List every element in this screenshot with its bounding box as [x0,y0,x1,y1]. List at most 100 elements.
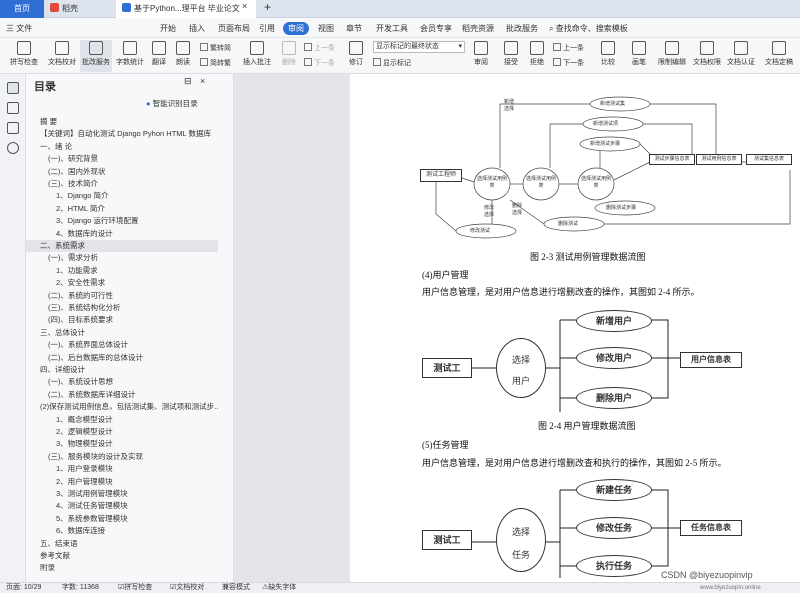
toc-item[interactable]: (二)、国内外现状 [48,166,106,176]
toc-item[interactable]: (二)、后台数据库的总体设计 [48,352,143,362]
compare-button[interactable]: 比较 [597,40,619,72]
toc-item[interactable]: 4、测试任务管理模块 [56,501,128,511]
toc-item[interactable]: (三)、服务模块的设计及实现 [48,451,143,461]
menu-references[interactable]: 引用 [259,24,275,33]
toc-item[interactable]: 1、功能需求 [56,265,98,275]
folder-icon[interactable] [7,102,19,114]
menu-layout[interactable]: 页面布局 [218,24,250,33]
read-aloud-button[interactable]: 朗读 [172,40,194,72]
toc-item[interactable]: 二、系统需求 [26,240,218,252]
toc-close-icon[interactable]: × [200,76,206,86]
pen-button[interactable]: 画笔 [628,40,650,72]
missing-font-status[interactable]: ⚠缺失字体 [262,583,296,593]
toc-item[interactable]: 一、绪 论 [40,141,73,151]
toc-item[interactable]: 3、测试用例管理模块 [56,489,128,498]
bookmark-icon[interactable] [7,122,19,134]
menu-chapter[interactable]: 章节 [346,24,362,33]
spell-check-status[interactable]: ☑拼写检查 [118,583,152,593]
insert-comment-button[interactable]: 插入批注 [240,40,274,72]
toc-item[interactable]: 4、数据库的设计 [56,228,113,238]
spellcheck-button[interactable]: 拼写检查 [4,40,44,72]
toc-item[interactable]: (三)、技术简介 [48,179,98,188]
doc-check-button[interactable]: 文档校对 [46,40,78,72]
word-count-status[interactable]: 字数: 11368 [62,584,99,591]
smart-toc-button[interactable]: ● 智能识别目录 [146,98,198,109]
tab-daoke[interactable]: 稻壳 [44,0,116,18]
toc-item[interactable]: (二)、系统的可行性 [48,290,113,300]
next-change-button[interactable]: 下一条 [553,58,584,70]
search-command[interactable]: ⌕ 查找命令、搜索模板 [549,22,628,35]
delete-test-label: 删除测试 [558,221,579,227]
toc-item[interactable]: (一)、系统设计思想 [48,377,113,387]
toc-item[interactable]: 参考文献 [40,551,70,560]
close-tab-icon[interactable]: × [242,1,248,11]
show-markup-button[interactable]: 显示标记 [373,58,411,70]
menu-review[interactable]: 审阅 [283,22,309,35]
menu-correction[interactable]: 批改服务 [506,24,538,33]
insert-comment-label: 插入批注 [243,59,271,66]
toc-item[interactable]: 6、数据库连接 [56,526,106,536]
toc-item[interactable]: 2、安全性需求 [56,278,106,288]
new-tab-icon[interactable]: + [264,0,272,14]
toc-item[interactable]: 五、结束语 [40,538,78,548]
menu-file[interactable]: 三 文件 [6,24,33,33]
toc-item[interactable]: 1、用户登录模块 [56,464,113,474]
toc-item[interactable]: 1、概念模型设计 [56,414,113,424]
toc-item[interactable]: 3、物理模型设计 [56,439,113,449]
tab-document[interactable]: 基于Python...理平台 毕业论文 [116,0,256,18]
translate-button[interactable]: 翻译 [148,40,170,72]
toc-item[interactable]: 三、总体设计 [40,327,85,337]
toc-item[interactable]: 1、Django 简介 [56,191,109,201]
next-comment-button[interactable]: 下一条 [304,58,335,70]
toc-item[interactable]: (二)、系统数据库详细设计 [48,389,136,399]
toc-item[interactable]: 2、用户管理模块 [56,476,113,486]
menu-home[interactable]: 开始 [160,24,176,33]
delete-comment-button[interactable]: 删除 [278,40,300,72]
track-changes-button[interactable]: 修订 [343,40,369,72]
menu-member[interactable]: 会员专享 [420,24,452,33]
review-pane-label: 审阅 [474,59,488,66]
menu-view[interactable]: 视图 [318,24,334,33]
trad-to-simp-button[interactable]: 繁转简 [200,43,231,55]
toc-item[interactable]: (2)保存测试用例信息，包括测试集、测试项和测试步... [40,402,218,412]
menu-daoke[interactable]: 稻壳资源 [462,24,494,33]
delete-step-label: 删除测试步骤 [606,205,637,211]
toc-item[interactable]: (三)、系统结构化分析 [48,303,121,312]
doc-check-status[interactable]: ☑文档校对 [170,583,204,593]
doc-auth-button[interactable]: 文档认证 [725,40,757,72]
delete-comment-icon [282,41,296,55]
toc-item[interactable]: 2、逻辑模型设计 [56,427,113,436]
toc-item[interactable]: (一)、系统界面总体设计 [48,340,128,350]
toc-item[interactable]: 5、系统参数管理模块 [56,513,128,523]
toc-item[interactable]: 附录 [40,563,55,573]
tab-home[interactable]: 首页 [0,0,44,18]
toc-item[interactable]: 四、详细设计 [40,365,85,374]
simp-to-trad-button[interactable]: 简转繁 [200,58,231,70]
menu-insert[interactable]: 插入 [189,24,205,33]
restrict-edit-button[interactable]: 限制编辑 [656,40,688,72]
word-count-button[interactable]: 字数统计 [114,40,146,72]
markup-display-select[interactable]: 显示标记的最终状态▾ [373,41,465,53]
toc-expand-icon[interactable]: ⊟ [184,76,192,86]
toc-item[interactable]: 3、Django 运行环境配置 [56,216,139,226]
toc-item[interactable]: (一)、需求分析 [48,253,98,263]
prev-comment-button[interactable]: 上一条 [304,43,335,55]
toc-item[interactable]: 摘 要 [40,117,58,126]
page-indicator[interactable]: 页面: 10/29 [6,584,42,591]
review-pane-button[interactable]: 审阅 [470,40,492,72]
accept-button[interactable]: 接受 [500,40,522,72]
markup-display-value: 显示标记的最终状态 [376,43,439,50]
toc-item[interactable]: 【关键词】自动化测试 Django Pyhon HTML 数据库 [40,129,212,139]
search-icon[interactable] [7,142,19,154]
doc-finalize-button[interactable]: 文档定稿 [762,40,796,72]
toc-panel-icon[interactable] [7,82,19,94]
reject-button[interactable]: 拒绝 [526,40,548,72]
toc-item[interactable]: (四)、目标系统要求 [48,315,113,325]
menu-devtools[interactable]: 开发工具 [376,24,408,33]
prev-change-button[interactable]: 上一条 [553,43,584,55]
batch-service-button[interactable]: 批改服务 [80,40,112,72]
doc-permission-button[interactable]: 文档权限 [691,40,723,72]
toc-item[interactable]: 2、HTML 简介 [56,203,105,213]
tab-daoke-label: 稻壳 [62,4,78,13]
toc-item[interactable]: (一)、研究背景 [48,154,98,164]
